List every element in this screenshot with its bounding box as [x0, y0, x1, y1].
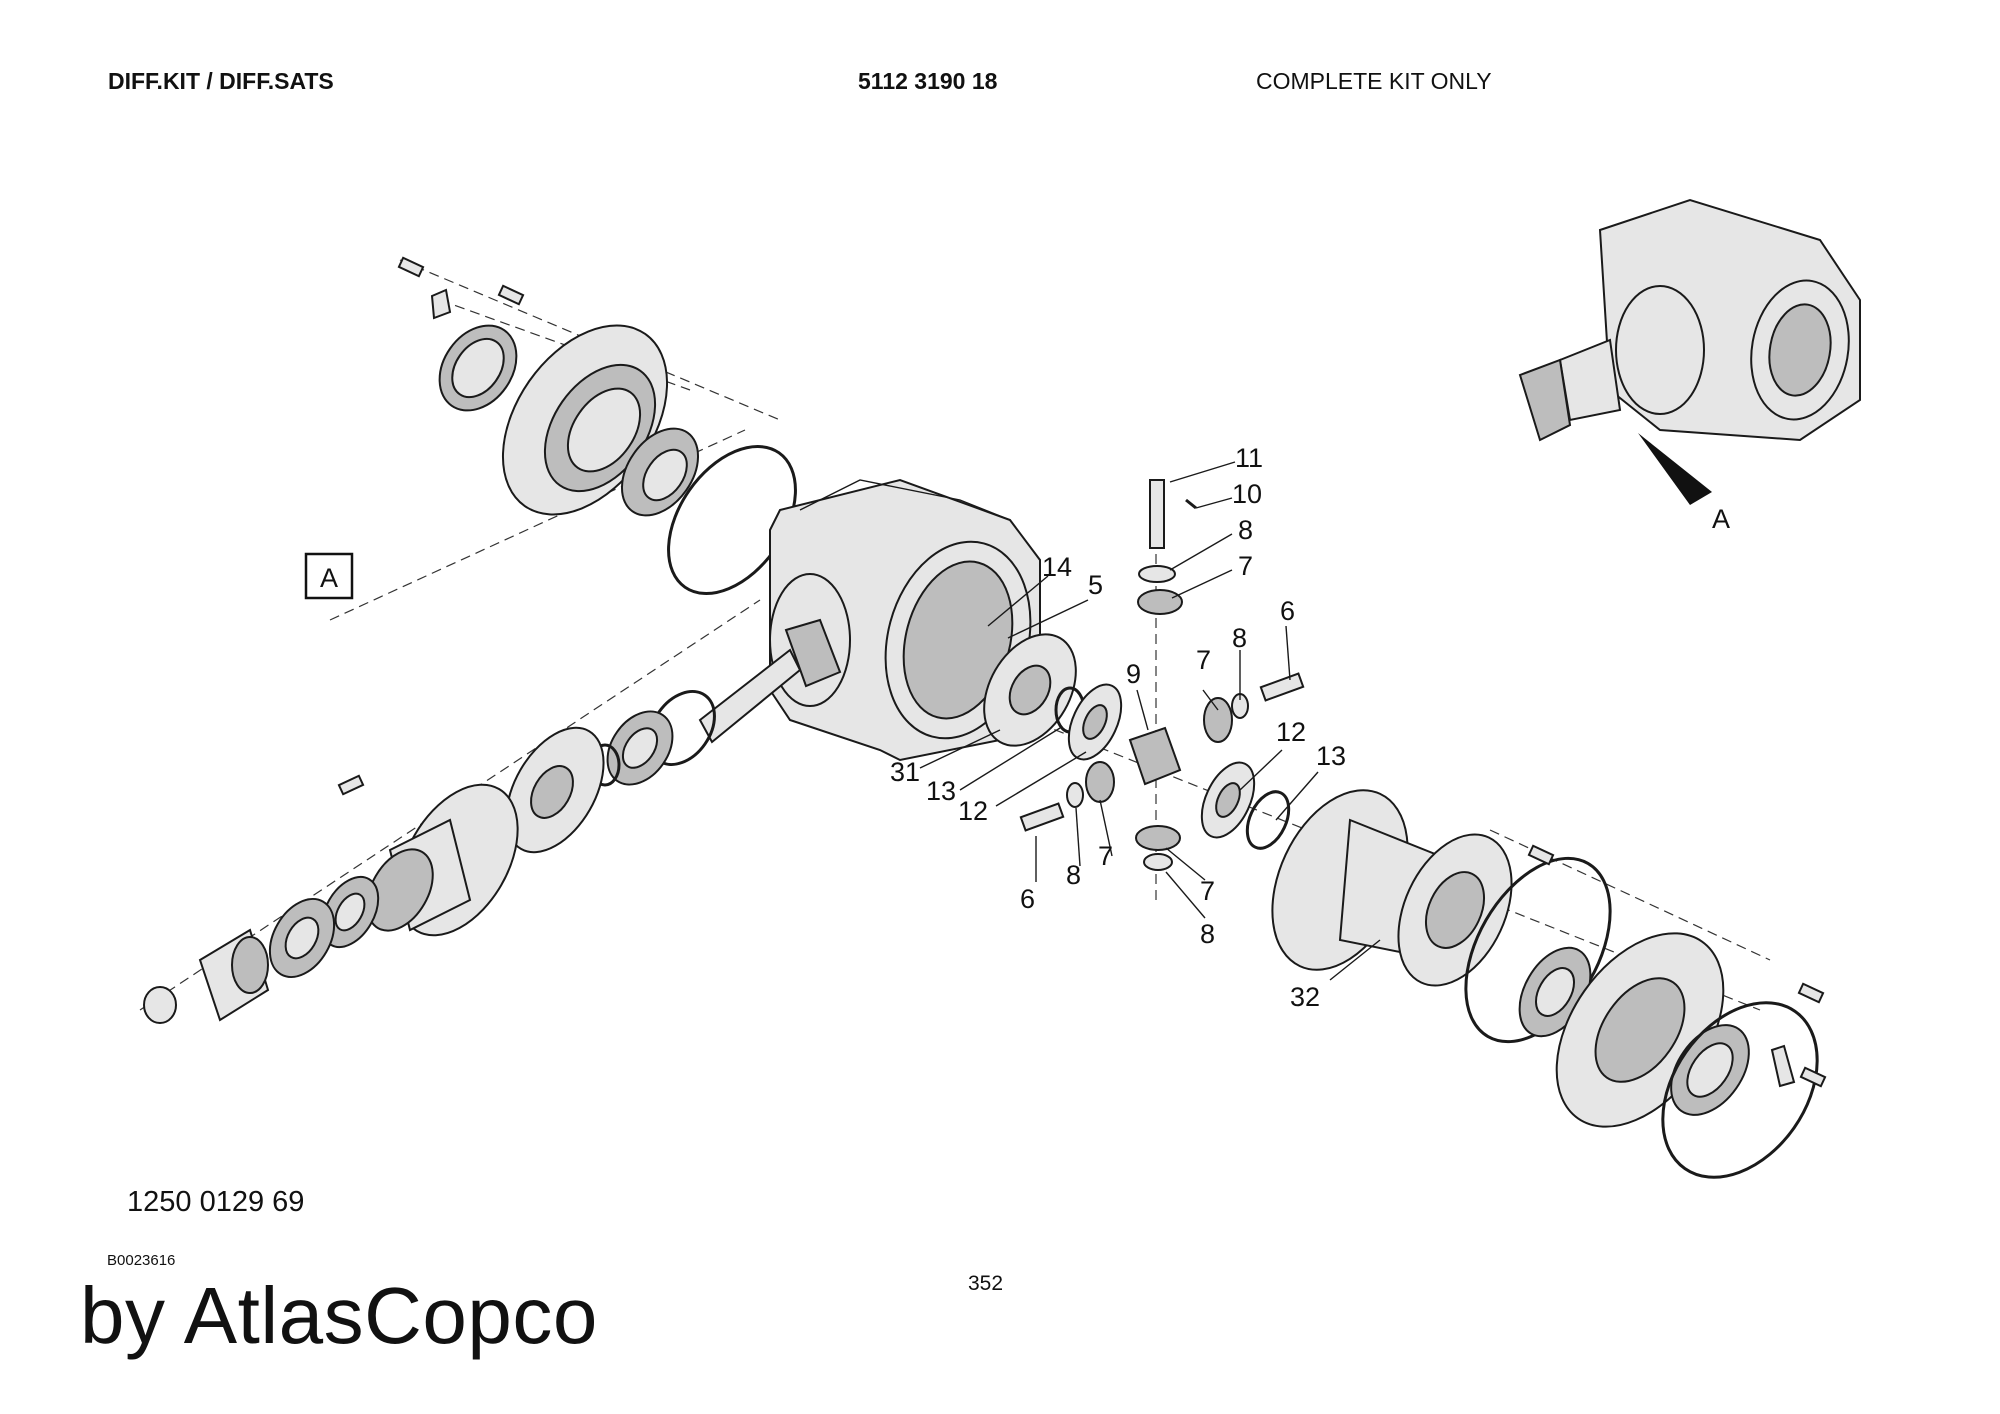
flange-plate: [505, 726, 605, 854]
callout-7: 7: [1238, 551, 1253, 581]
callout-32: 32: [1290, 982, 1320, 1012]
pinion-seal: [268, 898, 336, 978]
callout-8: 8: [1200, 919, 1215, 949]
callout-7: 7: [1200, 876, 1215, 906]
callout-11: 11: [1235, 443, 1263, 473]
kit-note: COMPLETE KIT ONLY: [1256, 68, 1492, 94]
side-gear-left: [1067, 683, 1123, 761]
brand-watermark: by AtlasCopco: [80, 1271, 598, 1360]
side-gear-right: [1200, 761, 1256, 839]
washer-8-left: [1066, 782, 1084, 808]
kit-number: 1250 0129 69: [127, 1186, 305, 1218]
washer-8-top: [1138, 565, 1176, 583]
upper-bolts: [397, 256, 525, 320]
page-title: DIFF.KIT / DIFF.SATS: [108, 68, 334, 94]
callout-6: 6: [1280, 596, 1295, 626]
callout-8: 8: [1238, 515, 1253, 545]
view-arrow-label: A: [1712, 504, 1730, 534]
shaft-seal-upper: [438, 324, 518, 412]
planet-gear-7-left: [1085, 761, 1115, 803]
view-label-box-text: A: [320, 563, 338, 593]
callout-8: 8: [1066, 860, 1081, 890]
pinion-bearing: [606, 710, 674, 786]
yoke-nut: [143, 986, 177, 1024]
pin-6-right: [1259, 672, 1305, 702]
planet-gear-7-top: [1137, 589, 1183, 615]
view-label-box: [304, 552, 354, 600]
inset-assembled-view: [1518, 198, 1861, 442]
callout-13: 13: [926, 776, 956, 806]
pinion-housing: [366, 783, 519, 937]
planet-gear-7-right: [1203, 697, 1233, 743]
callout-9: 9: [1126, 659, 1141, 689]
thrust-washer-13-right: [1245, 790, 1291, 850]
ring-gear: [983, 633, 1077, 747]
leader-lines: [919, 461, 1381, 981]
callout-7: 7: [1098, 841, 1113, 871]
planet-gear-7-bottom: [1135, 825, 1181, 851]
callout-12: 12: [958, 796, 988, 826]
callout-6: 6: [1020, 884, 1035, 914]
o-ring-right-outer: [1661, 1001, 1819, 1179]
view-arrow: [1638, 433, 1712, 505]
pinion-bolt: [337, 774, 365, 796]
callout-14: 14: [1042, 552, 1072, 582]
pin-6-left: [1019, 802, 1065, 832]
washer-8-bottom: [1143, 853, 1173, 871]
page-number: 352: [968, 1272, 1004, 1295]
differential-housing: [769, 478, 1041, 762]
right-bolts: [1527, 844, 1827, 1088]
drive-yoke: [198, 928, 270, 1022]
part-number: 5112 3190 18: [858, 68, 998, 94]
callout-12: 12: [1276, 717, 1306, 747]
callout-31: 31: [890, 757, 920, 787]
diff-case: [1271, 789, 1513, 987]
cross-shaft: [1149, 479, 1197, 549]
pinion-bearing-2: [320, 875, 380, 949]
spider-block: [1128, 726, 1182, 786]
pinion-shaft: [698, 618, 842, 744]
callout-10: 10: [1232, 479, 1262, 509]
bearing-upper: [620, 427, 700, 517]
callout-7: 7: [1196, 645, 1211, 675]
callout-13: 13: [1316, 741, 1346, 771]
drawing-ref: B0023616: [107, 1252, 176, 1269]
callout-5: 5: [1088, 570, 1103, 600]
callout-8: 8: [1232, 623, 1247, 653]
